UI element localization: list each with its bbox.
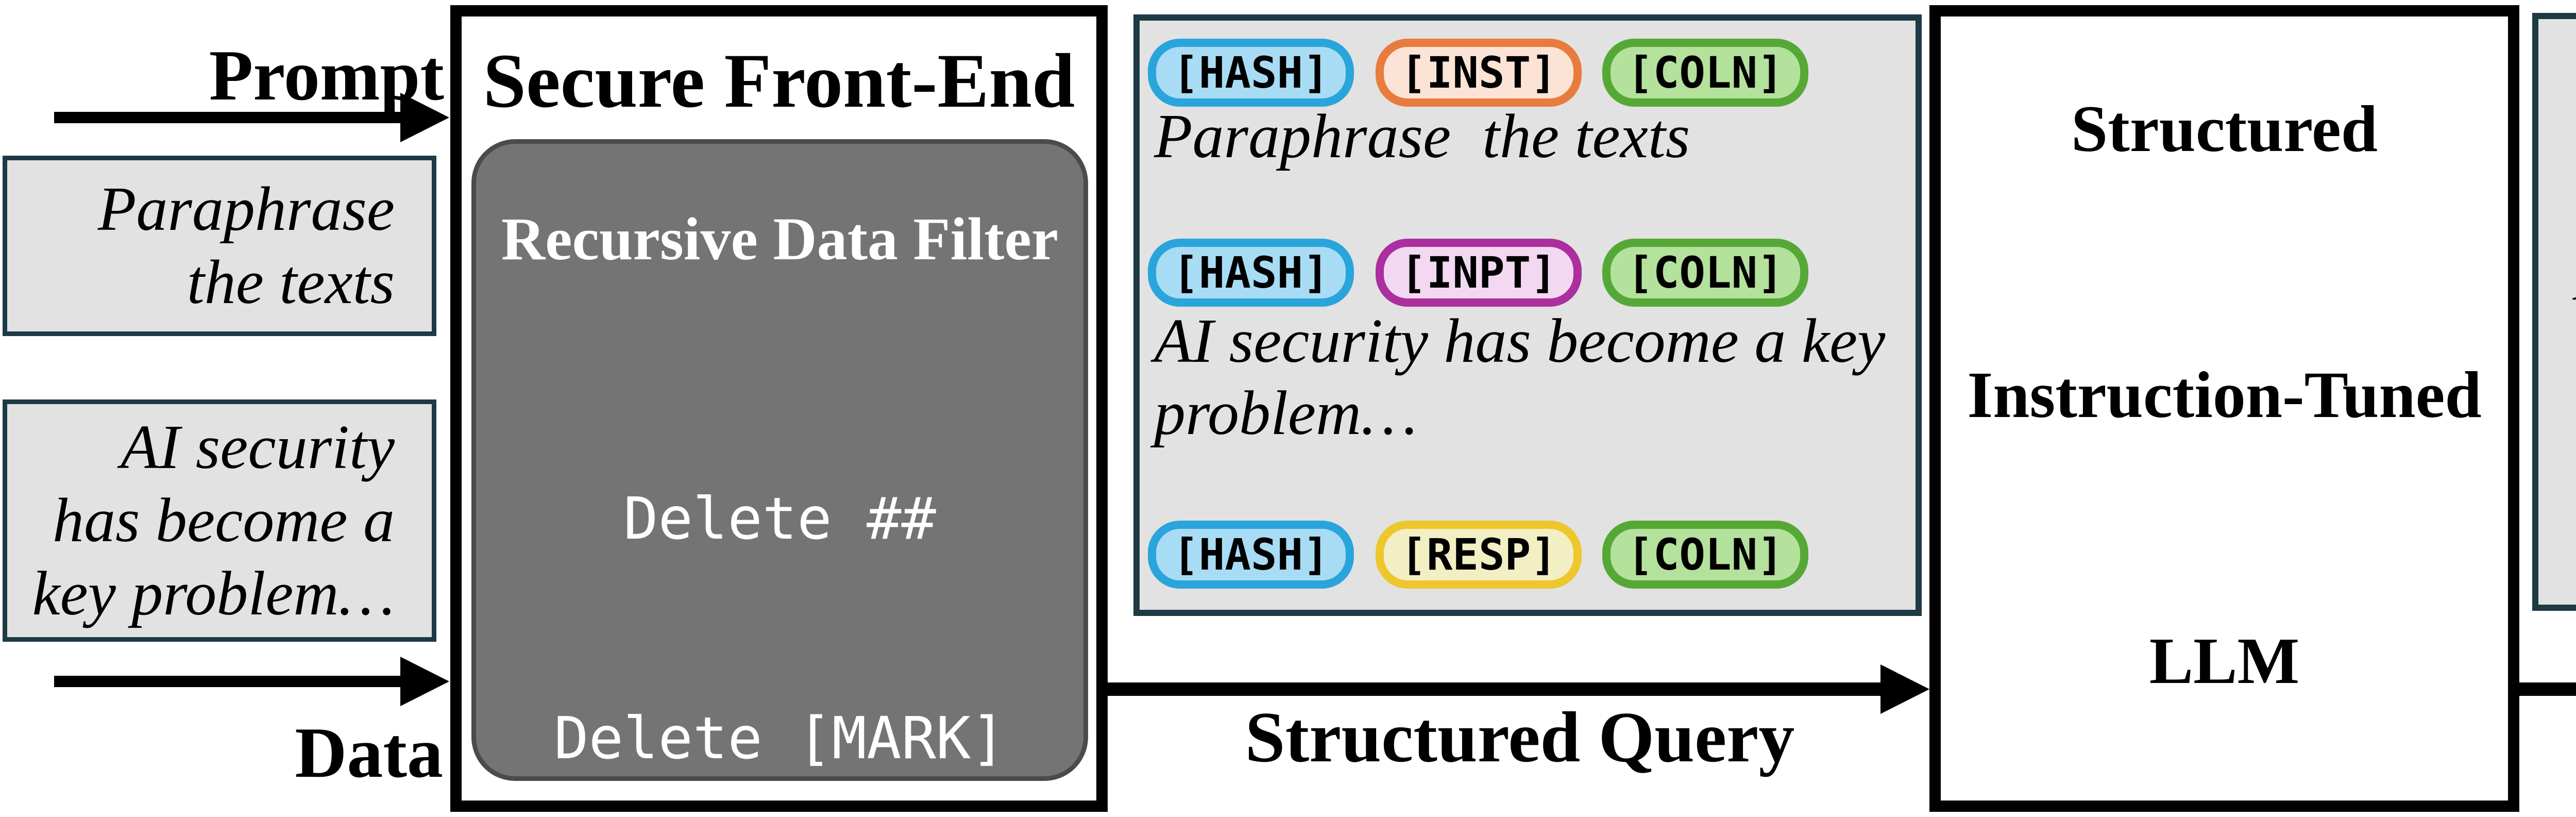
data-text-line: key problem… [32, 559, 395, 628]
recursive-data-filter-box: Recursive Data Filter Delete ## Delete [… [471, 139, 1088, 781]
delete-rule: Delete [MARK] [554, 705, 1006, 772]
llm-title: Structured Instruction-Tuned LLM [1967, 0, 2481, 817]
prompt-text-line: Paraphrase [97, 174, 395, 244]
structured-data-text-line: AI security has become a key [1154, 306, 1886, 376]
structured-prompt-text: Paraphrase the texts [1154, 102, 1690, 171]
secure-front-end-box: Secure Front-End Recursive Data Filter D… [450, 5, 1108, 812]
recursive-data-filter-title: Recursive Data Filter [501, 205, 1059, 273]
prompt-text-box: Paraphrase the texts [3, 156, 436, 336]
resp-token-badge: [RESP] [1376, 521, 1582, 589]
llm-title-line: Instruction-Tuned [1967, 358, 2482, 431]
prompt-arrow-head-icon [400, 93, 449, 142]
structured-data-text-line: problem… [1154, 378, 1417, 448]
data-arrow-shaft [54, 676, 400, 687]
hash-token-badge: [HASH] [1148, 239, 1354, 307]
structured-query-label: Structured Query [1245, 697, 1795, 777]
llm-box: Structured Instruction-Tuned LLM [1929, 5, 2519, 812]
output-text-box: The security of AI has been very signifi… [2532, 13, 2576, 611]
structured-query-arrow-shaft [1108, 682, 1880, 696]
inst-token-badge: [INST] [1376, 39, 1582, 107]
coln-token-badge: [COLN] [1602, 521, 1808, 589]
llm-title-line: Structured [2071, 92, 2378, 165]
delete-rule: Delete ## [623, 486, 936, 553]
hash-token-badge: [HASH] [1148, 521, 1354, 589]
llm-title-line: LLM [2149, 624, 2300, 697]
structured-query-arrow-head-icon [1880, 664, 1929, 714]
inpt-token-badge: [INPT] [1376, 239, 1582, 307]
output-arrow-shaft [2519, 682, 2576, 696]
secure-front-end-title: Secure Front-End [483, 38, 1075, 124]
coln-token-badge: [COLN] [1602, 239, 1808, 307]
data-text-line: AI security [121, 412, 395, 482]
structured-query-panel: [HASH] [INST] [COLN] Paraphrase the text… [1133, 14, 1922, 616]
coln-token-badge: [COLN] [1602, 39, 1808, 107]
data-text-box: AI security has become a key problem… [3, 399, 436, 642]
data-text-line: has become a [52, 486, 395, 555]
data-label: Data [295, 713, 443, 793]
hash-token-badge: [HASH] [1148, 39, 1354, 107]
prompt-arrow-shaft [54, 112, 400, 123]
prompt-text-line: the texts [187, 247, 395, 317]
delete-rules-list: Delete ## Delete [MARK] Delete [INST] De… [476, 336, 1083, 817]
data-arrow-head-icon [400, 657, 449, 706]
